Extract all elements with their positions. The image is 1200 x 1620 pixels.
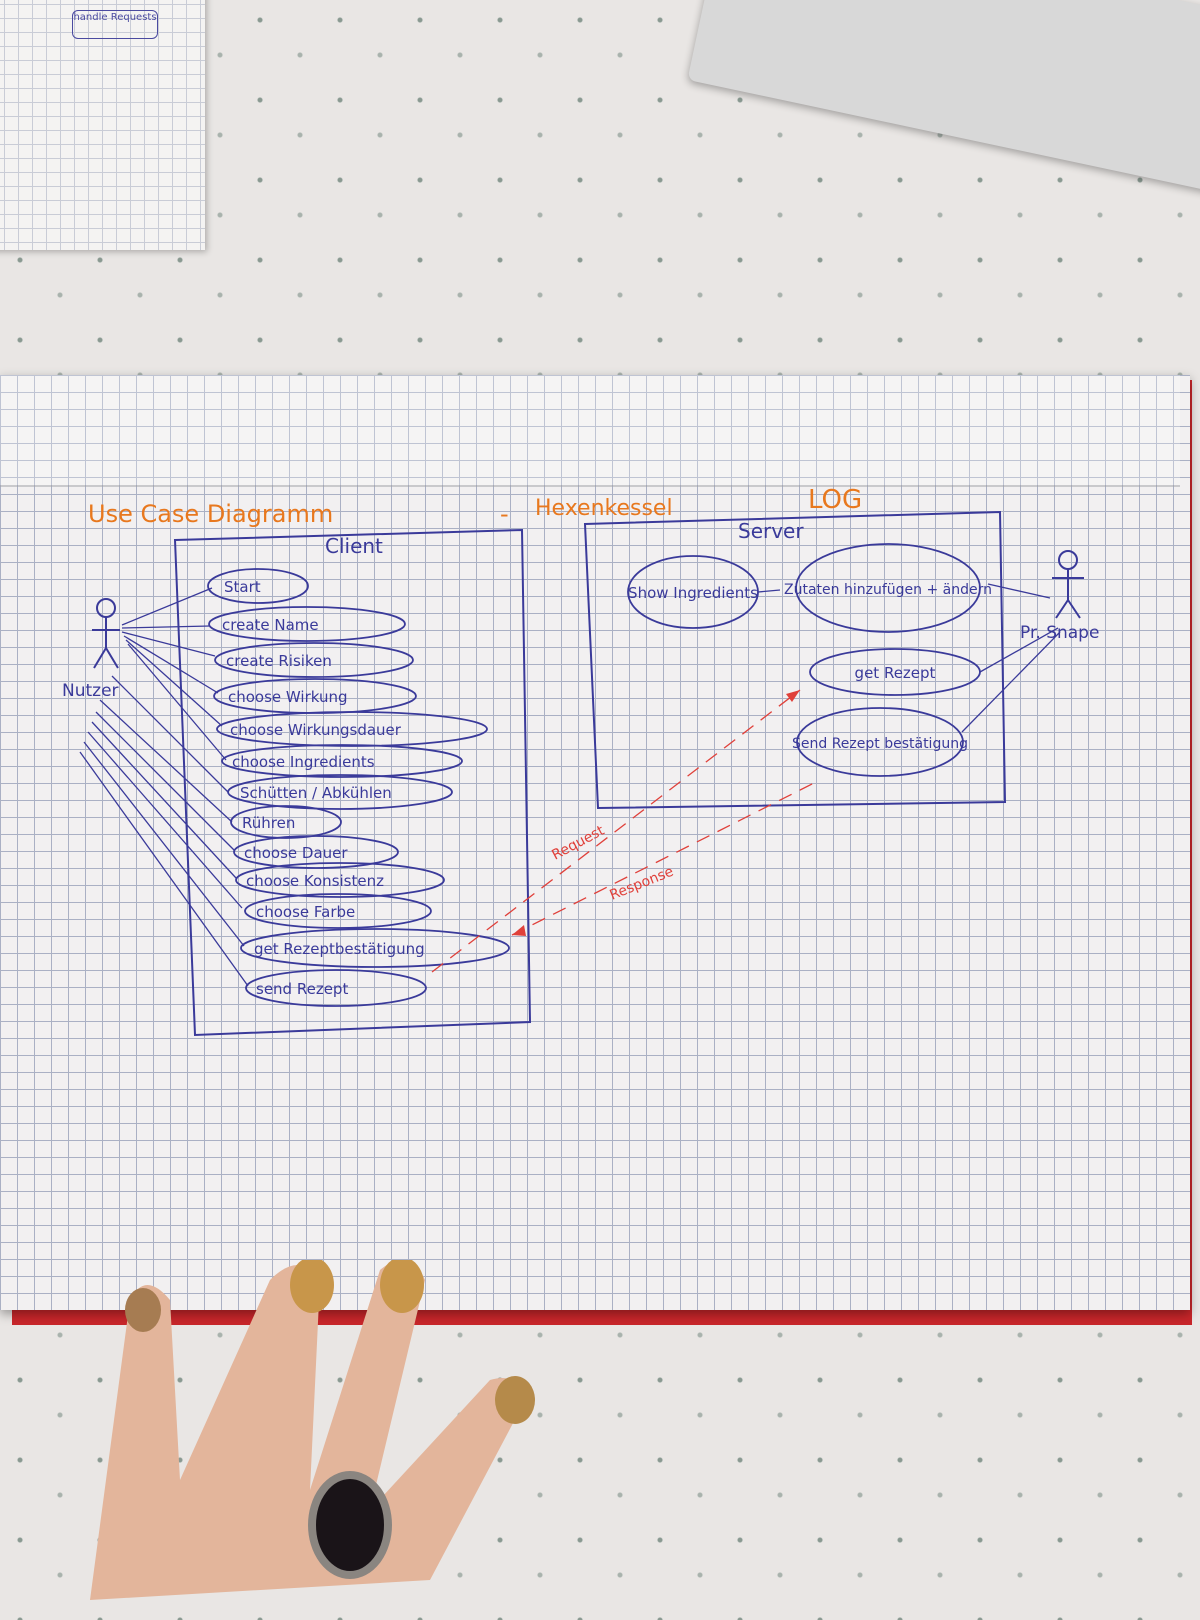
server-label: Server [738,519,804,543]
uc-label-6: Schütten / Abkühlen [240,784,392,802]
notebook-page [0,375,1190,1310]
uc-label-5: choose Ingredients [232,753,375,771]
sv-label-3: Send Rezept bestätigung [792,736,968,752]
uc-label-8: choose Dauer [244,844,348,862]
sv-label-1: Zutaten hinzufügen + ändern [784,582,992,598]
usecase-choose-ingredients [221,744,463,778]
diagram-title-1: Use Case Diagramm [88,500,333,528]
usecase-start [207,568,309,604]
request-arrowhead [786,690,800,702]
sv-label-2: get Rezept [855,664,936,682]
usecase-schuetten [227,774,453,810]
uc-label-7: Rühren [242,814,295,832]
sv-label-0: Show Ingredients [628,584,758,602]
client-boundary [173,528,532,1037]
client-label: Client [325,534,383,558]
usecase-zutaten [795,543,981,633]
uc-label-9: choose Konsistenz [246,872,384,890]
usecase-ruehren [230,805,342,839]
response-arrow [511,779,821,936]
uc-label-1: create Name [222,616,319,634]
actor-nutzer-label: Nutzer [62,681,119,701]
nutzer-associations [79,587,249,987]
client-usecase-shapes [207,568,510,1007]
side-note-paper: handle Requests [0,0,205,250]
ring [308,1471,392,1579]
message-arrows [431,689,821,973]
diagram-title-3: LOG [808,485,862,515]
uc-label-0: Start [224,578,261,596]
usecase-get-rezeptbestaetigung [240,928,510,968]
request-arrow [431,689,801,973]
actor-snape [1052,550,1084,619]
actor-nutzer [92,598,120,669]
server-associations [757,583,1061,733]
response-arrowhead [512,925,526,936]
usecase-send-rezeptbestaetigung [796,707,964,777]
request-label: Request [549,822,607,863]
fingernail [495,1376,535,1424]
usecase-choose-wirkungsdauer [216,711,488,747]
fingernail [125,1288,161,1332]
uc-label-11: get Rezeptbestätigung [254,940,425,958]
diagram-title-2: Hexenkessel [535,496,673,521]
note-box: handle Requests [72,10,158,39]
fingernail [380,1260,424,1313]
usecase-create-risiken [214,642,414,678]
usecase-choose-farbe [244,893,432,929]
usecase-choose-dauer [233,835,399,869]
hand-photo [90,1260,535,1600]
page-fold [0,375,1180,487]
uc-label-4: choose Wirkungsdauer [230,721,402,739]
server-boundary [583,510,1007,810]
uc-label-12: send Rezept [256,980,348,998]
usecase-create-name [208,606,406,642]
uc-label-10: choose Farbe [256,903,355,921]
usecase-choose-konsistenz [235,862,445,898]
uc-label-3: choose Wirkung [228,688,348,706]
usecase-send-rezept [245,969,427,1007]
note-label: handle Requests [73,12,157,23]
diagram-title-dash: - [500,500,509,528]
uc-label-2: create Risiken [226,652,332,670]
fingernail [290,1260,334,1313]
